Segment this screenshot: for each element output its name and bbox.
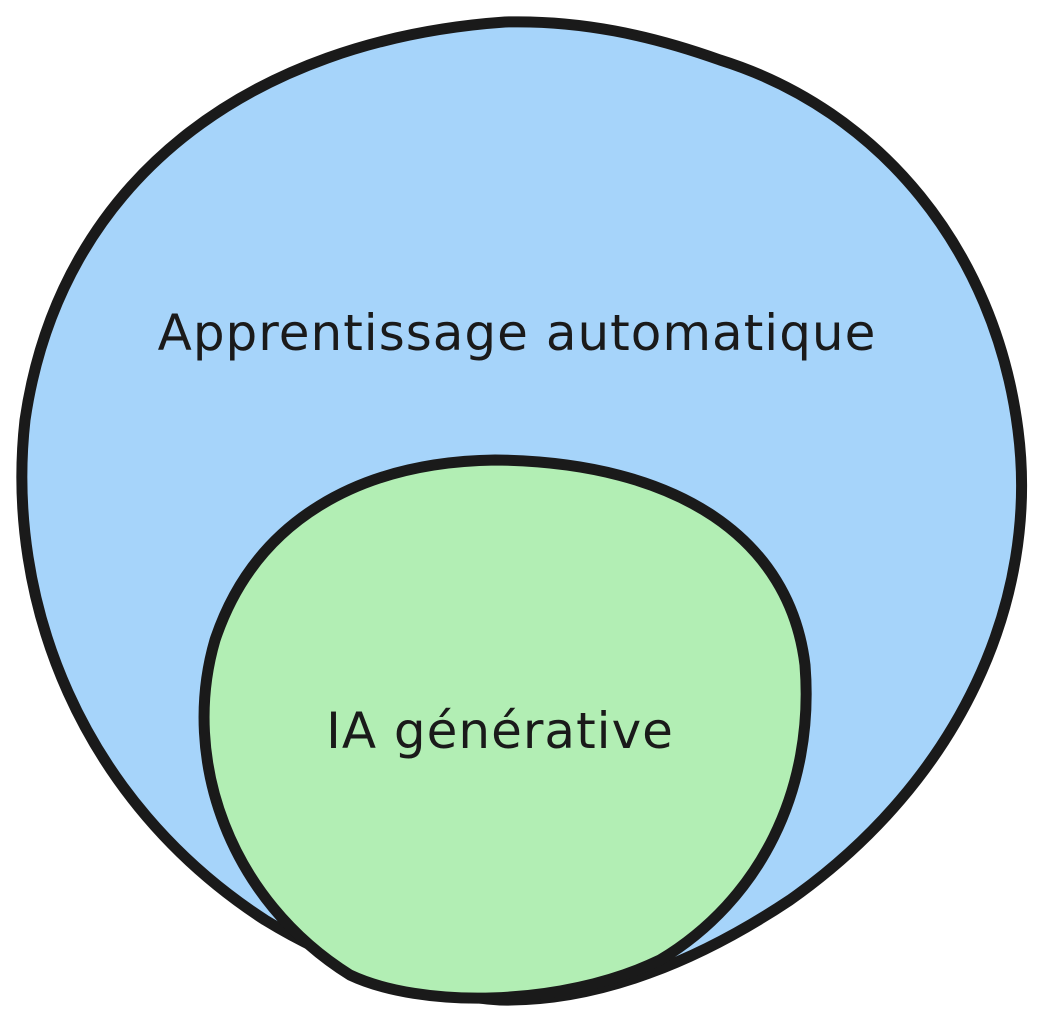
outer-set-label: Apprentissage automatique — [158, 304, 877, 362]
inner-circle — [198, 454, 812, 1004]
inner-set-label: IA générative — [326, 702, 674, 760]
set-generative-ai: IA générative — [198, 454, 812, 1004]
